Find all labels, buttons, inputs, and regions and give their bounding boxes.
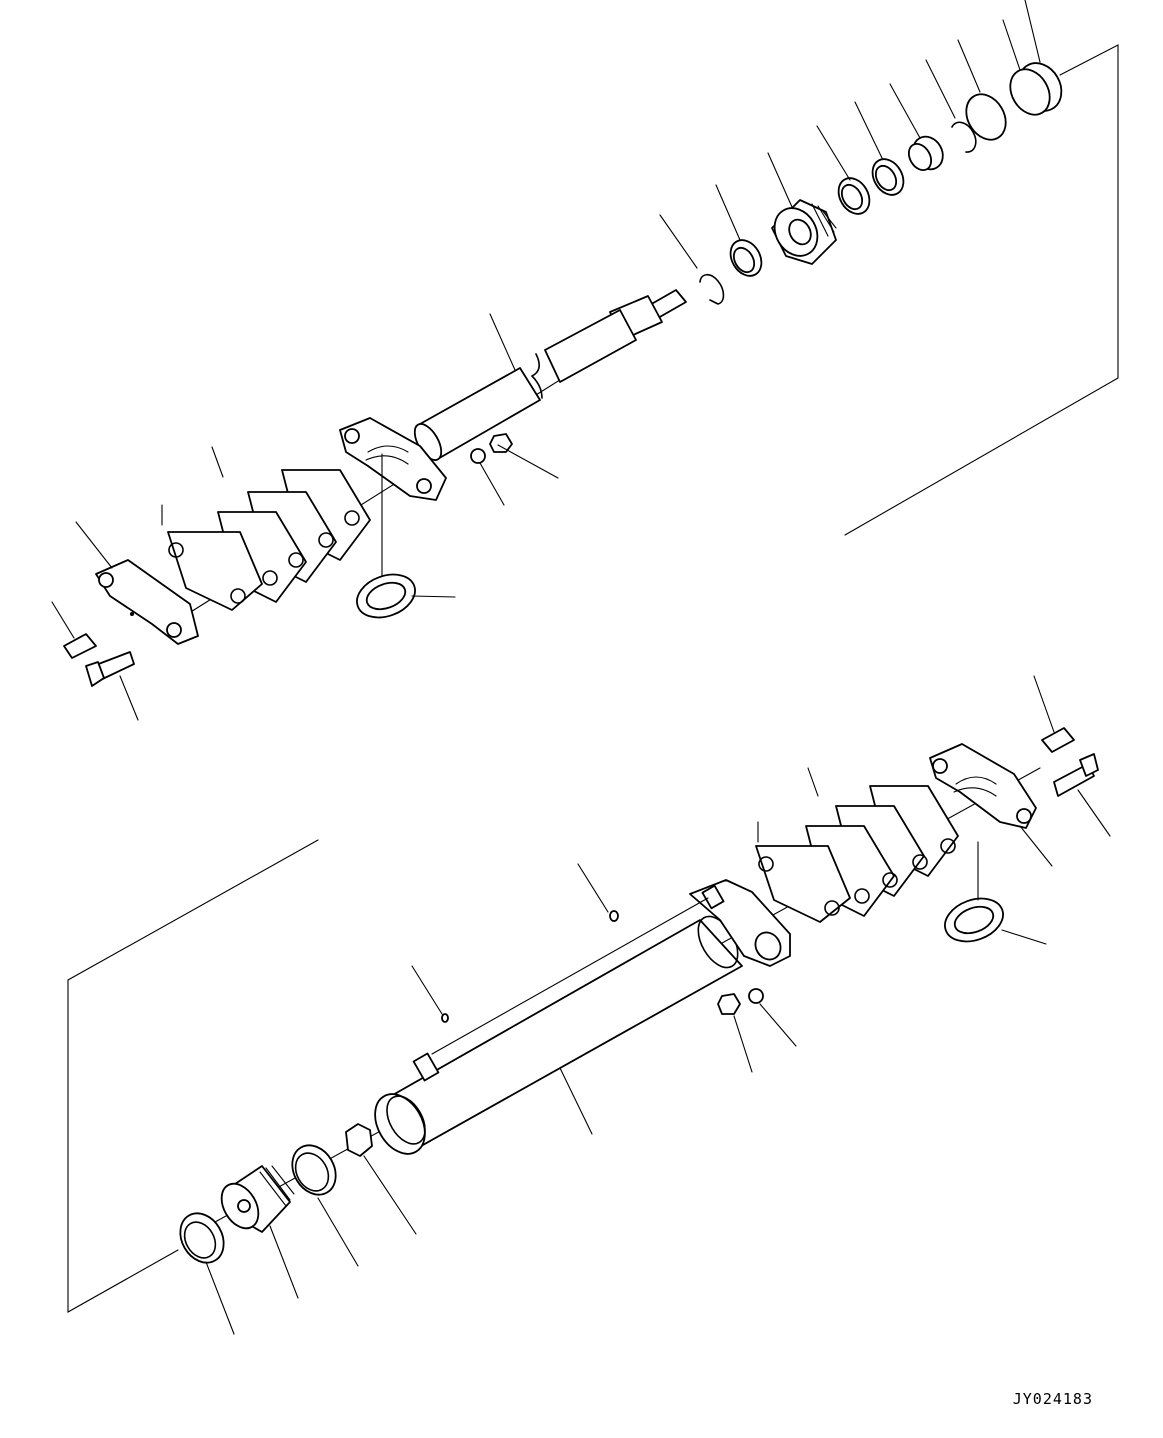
- upper-leaders: [52, 0, 1040, 720]
- lower-frame-line: [68, 840, 318, 1312]
- wear-ring: [284, 1137, 345, 1202]
- lower-assembly: [68, 676, 1110, 1334]
- snap-ring: [952, 122, 976, 152]
- rod-end-cap: [340, 418, 446, 500]
- piston-rod: [409, 290, 686, 464]
- piston-nut: [346, 1124, 372, 1156]
- upper-assembly: [52, 0, 1118, 720]
- grease-fitting-upper: [64, 634, 96, 658]
- bushing: [904, 131, 948, 174]
- lower-leaders: [206, 676, 1110, 1334]
- upper-frame-line: [845, 45, 1118, 535]
- retaining-ring: [700, 275, 723, 304]
- bolt-lower: [1054, 754, 1098, 796]
- drawing-code: JY024183: [1012, 1390, 1093, 1408]
- piston: [214, 1166, 294, 1235]
- wiper-ring: [958, 87, 1013, 147]
- dust-seal: [866, 154, 909, 201]
- cylinder-head: [766, 200, 836, 264]
- rod-packing: [832, 173, 875, 220]
- plug-2: [442, 1014, 448, 1022]
- piston-ring-pair: [1002, 55, 1069, 121]
- bottom-cap: [930, 744, 1036, 828]
- bushing-lower: [939, 891, 1009, 949]
- washer-upper: [471, 449, 485, 463]
- shim-plates: [168, 470, 370, 610]
- grease-fitting-lower: [1042, 728, 1074, 752]
- cylinder-tube: [365, 880, 790, 1163]
- nut-upper: [490, 434, 512, 452]
- washer-lower: [749, 989, 763, 1003]
- rod-end-bushing: [351, 567, 421, 625]
- shim-plates-lower: [756, 786, 958, 922]
- piston-ring: [172, 1205, 233, 1270]
- nut-lower: [718, 994, 740, 1014]
- plug-1: [610, 911, 618, 921]
- end-block: [96, 560, 198, 644]
- bolt-upper: [86, 652, 134, 686]
- buffer-ring: [724, 235, 767, 282]
